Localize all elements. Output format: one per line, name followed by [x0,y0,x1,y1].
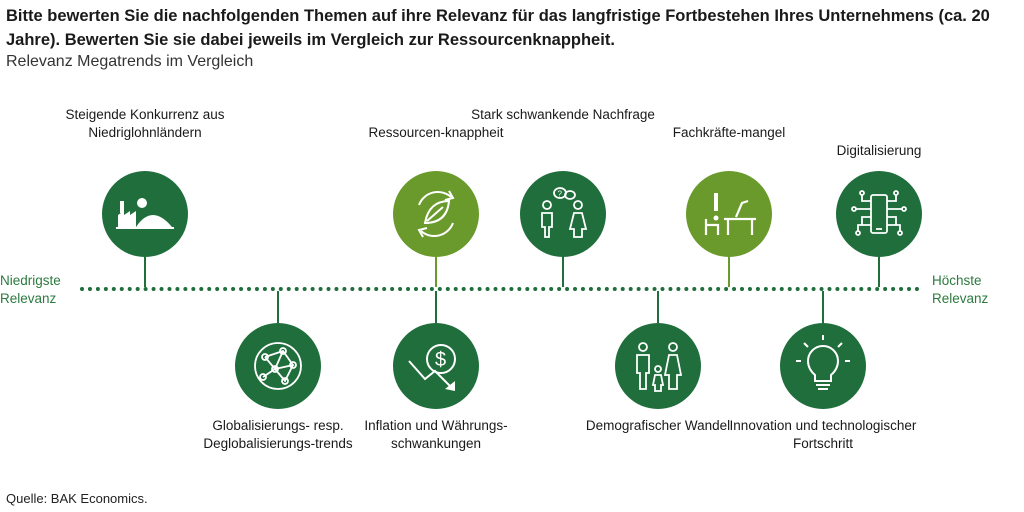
dollar-decline-icon: $ [393,323,479,409]
trend-label: Demografischer Wandel [585,418,731,433]
trend-label: Digitalisierung [836,143,922,158]
trend-label: Stark schwankende Nachfrage [471,107,655,122]
trend-stem [277,291,279,323]
trend-label: Steigende Konkurrenz aus Niedriglohnländ… [65,107,225,140]
relevance-axis [80,287,920,291]
people-talking-icon: ? [520,171,606,257]
svg-text:?: ? [558,190,563,199]
recycle-leaf-icon [393,171,479,257]
svg-text:$: $ [435,349,446,371]
source-note: Quelle: BAK Economics. [6,491,148,506]
chart-subtitle: Relevanz Megatrends im Vergleich [6,53,254,70]
axis-left-text: Niedrigste Relevanz [0,273,61,306]
trend-label: Innovation und technologischer Fortschri… [729,418,917,451]
trend-stem [562,257,564,287]
trend-stem [435,291,437,323]
lightbulb-icon [780,323,866,409]
trend-stem [878,257,880,287]
trend-stem [435,257,437,287]
trend-label: Inflation und Währungs-schwankungen [364,418,508,451]
trend-stem [657,291,659,323]
trend-label: Globalisierungs- resp. Deglobalisierungs… [203,418,353,451]
circuit-phone-icon [836,171,922,257]
empty-desk-icon [686,171,772,257]
trend-label: Ressourcen-knappheit [368,125,504,140]
trend-stem [144,257,146,287]
axis-right-label: Höchste Relevanz [932,272,1004,308]
chart-title: Bitte bewerten Sie die nachfolgenden The… [6,7,990,49]
family-icon [615,323,701,409]
trend-stem [728,257,730,287]
trend-stem [822,291,824,323]
axis-right-text: Höchste Relevanz [932,273,989,306]
trend-label: Fachkräfte-mangel [672,125,786,140]
axis-left-label: Niedrigste Relevanz [0,272,72,308]
factory-landscape-icon [102,171,188,257]
network-globe-icon [235,323,321,409]
